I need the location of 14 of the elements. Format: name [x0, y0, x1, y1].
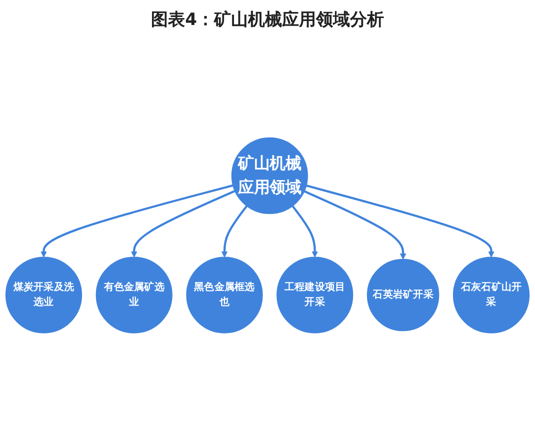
node-circle: 石灰石矿山开采: [452, 256, 530, 333]
arrow: [304, 190, 406, 260]
node-circle: 黑色金属框选也: [186, 256, 263, 333]
arrow: [130, 190, 236, 257]
diagram-title: 图表4：矿山机械应用领域分析: [150, 9, 385, 32]
arrow: [306, 184, 494, 257]
node-circle: 矿山机械应用领域: [231, 137, 308, 214]
node-circle: 有色金属矿选业: [96, 256, 172, 333]
arrow: [40, 184, 234, 257]
node-circle: 石英岩矿开采: [366, 258, 440, 331]
arrow: [292, 204, 318, 257]
node-circle: 煤炭开采及洗选业: [5, 256, 82, 333]
node-circle: 工程建设项目开采: [276, 256, 354, 333]
arrow: [221, 204, 248, 257]
